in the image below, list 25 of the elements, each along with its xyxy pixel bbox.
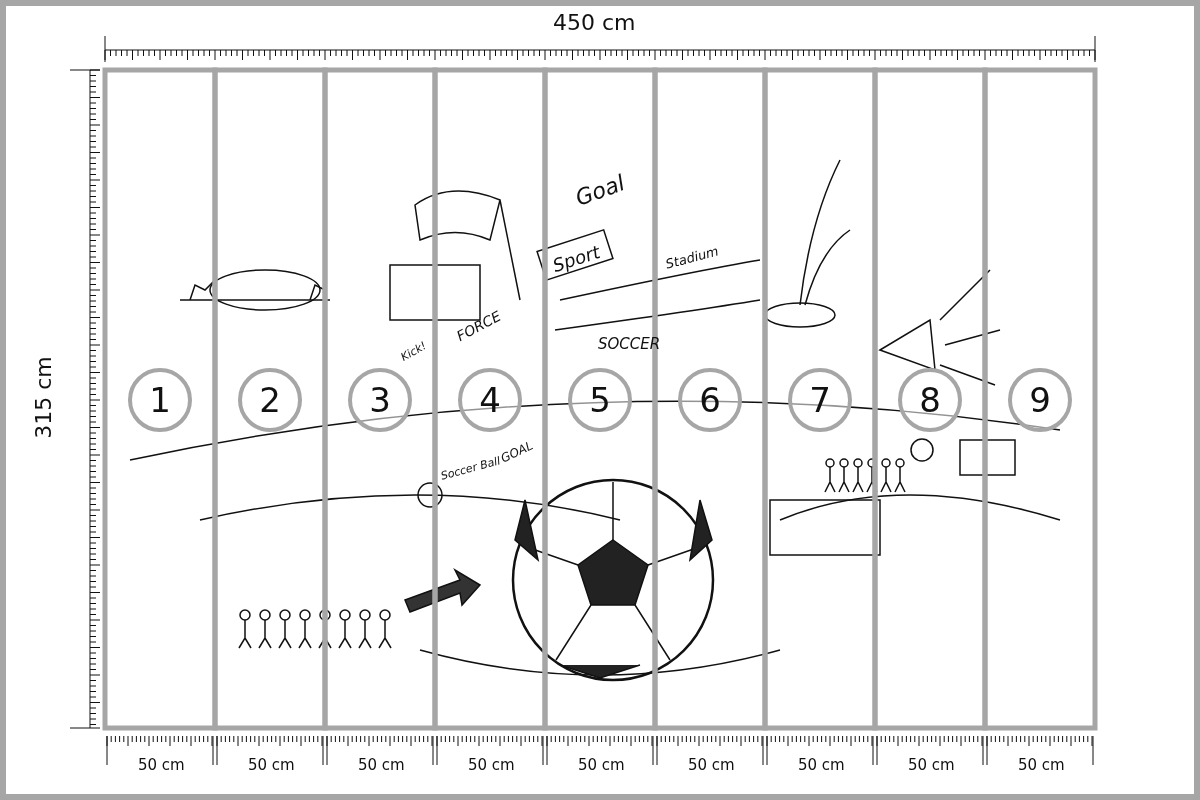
panel-width-dimension: 50 cm	[468, 756, 515, 774]
handwritten-word: Stadium	[664, 243, 721, 272]
panel-number: 9	[1008, 368, 1072, 432]
panel-width-dimension: 50 cm	[1018, 756, 1065, 774]
panel-width-dimension: 50 cm	[248, 756, 295, 774]
handwritten-word: Soccer Ball	[439, 454, 502, 483]
panel-number: 6	[678, 368, 742, 432]
panel-number: 4	[458, 368, 522, 432]
panel-width-dimension: 50 cm	[908, 756, 955, 774]
panel-width-dimension: 50 cm	[138, 756, 185, 774]
panel-width-dimension: 50 cm	[798, 756, 845, 774]
width-dimension: 450 cm	[553, 10, 636, 35]
panel-width-dimension: 50 cm	[358, 756, 405, 774]
panel-number: 2	[238, 368, 302, 432]
handwritten-word: Sport	[549, 241, 603, 276]
panel-number: 5	[568, 368, 632, 432]
panel-width-dimension: 50 cm	[578, 756, 625, 774]
handwritten-word: SOCCER	[598, 335, 661, 353]
panel-number: 1	[128, 368, 192, 432]
panel-number: 8	[898, 368, 962, 432]
panel-width-dimension: 50 cm	[688, 756, 735, 774]
panel-number: 7	[788, 368, 852, 432]
handwritten-word: Goal	[572, 170, 628, 211]
height-dimension: 315 cm	[30, 356, 56, 439]
panel-number: 3	[348, 368, 412, 432]
